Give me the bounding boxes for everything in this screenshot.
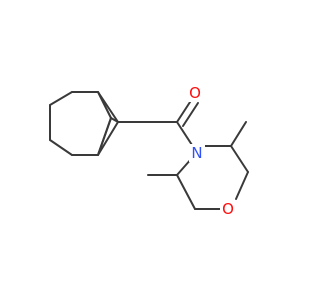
nitrogen-label: N (191, 144, 202, 162)
bond (97, 121, 119, 156)
carbonyl-oxygen-label: O (189, 84, 201, 102)
bond (97, 91, 119, 123)
bond (182, 102, 199, 127)
ring-oxygen-label: O (222, 200, 234, 218)
bond (235, 171, 249, 200)
bond (49, 91, 73, 106)
bond (176, 121, 193, 146)
bond (230, 121, 247, 147)
bond (176, 174, 196, 210)
bond (49, 139, 73, 156)
bond (97, 117, 112, 156)
atom-labels: O N O (186, 84, 236, 218)
bond (176, 98, 193, 123)
bond (230, 145, 249, 173)
molecule-structure: O N O (49, 84, 249, 218)
bonds (49, 91, 249, 210)
